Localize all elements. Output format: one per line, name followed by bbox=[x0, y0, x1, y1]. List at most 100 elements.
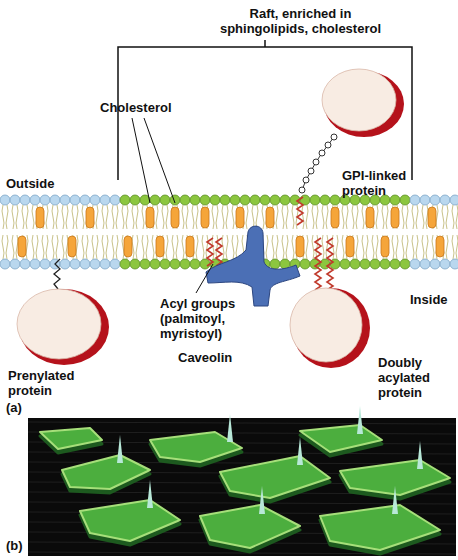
lipid-tail bbox=[92, 235, 98, 259]
lipid-head bbox=[420, 195, 430, 205]
lipid-head bbox=[110, 195, 120, 205]
lipid-head bbox=[190, 195, 200, 205]
cholesterol bbox=[146, 207, 154, 228]
lipid-tail bbox=[392, 205, 398, 229]
afm-spike bbox=[392, 486, 398, 514]
afm-spike bbox=[297, 437, 303, 465]
cholesterol bbox=[436, 236, 444, 257]
sugar bbox=[299, 187, 305, 193]
lipid-tail bbox=[132, 235, 138, 259]
lipid-head bbox=[10, 259, 20, 269]
lipid-head bbox=[60, 259, 70, 269]
lipid-tail bbox=[62, 235, 68, 259]
lipid-tail bbox=[272, 235, 278, 259]
lipid-tail bbox=[182, 205, 188, 229]
lipid-head bbox=[80, 195, 90, 205]
lipid-tail bbox=[192, 205, 198, 229]
lipid-head bbox=[70, 259, 80, 269]
lipid-tail bbox=[232, 235, 238, 259]
raft-domain bbox=[62, 455, 150, 489]
lipid-tail bbox=[402, 205, 408, 229]
part-label: Inside bbox=[410, 292, 448, 307]
lipid-head bbox=[440, 259, 450, 269]
part-label: Cholesterol bbox=[100, 100, 172, 115]
lipid-head bbox=[150, 195, 160, 205]
lipid-tail bbox=[322, 205, 328, 229]
lipid-head bbox=[60, 195, 70, 205]
cholesterol bbox=[68, 236, 76, 257]
lipid-tail bbox=[382, 235, 388, 259]
lipid-head bbox=[100, 259, 110, 269]
scan-line bbox=[28, 502, 456, 504]
lipid-head bbox=[180, 259, 190, 269]
sugar bbox=[308, 168, 314, 174]
afm-spike bbox=[227, 414, 233, 442]
sugar bbox=[331, 134, 337, 140]
lipid-head bbox=[400, 195, 410, 205]
lipid-tail bbox=[172, 205, 178, 229]
afm-background bbox=[28, 418, 456, 556]
scan-line bbox=[28, 422, 456, 424]
lipid-tail bbox=[162, 205, 168, 229]
acylated-protein bbox=[290, 288, 362, 362]
lipid-tail bbox=[222, 205, 228, 229]
lipid-head bbox=[160, 259, 170, 269]
lipid-tail bbox=[282, 235, 288, 259]
lipid-head bbox=[390, 259, 400, 269]
lipid-tail bbox=[42, 235, 48, 259]
lipid-tail bbox=[422, 205, 428, 229]
lipid-head bbox=[450, 259, 458, 269]
lipid-head bbox=[130, 195, 140, 205]
lipid-head bbox=[170, 195, 180, 205]
lipid-head bbox=[90, 195, 100, 205]
lipid-tail bbox=[122, 205, 128, 229]
lipid-head bbox=[160, 195, 170, 205]
lipid-tail bbox=[2, 235, 8, 259]
acyl-chain bbox=[207, 238, 213, 266]
sugar bbox=[319, 150, 325, 156]
afm-spike bbox=[147, 480, 153, 508]
part-label: Outside bbox=[6, 176, 54, 191]
lipid-tail bbox=[382, 205, 388, 229]
part-label: GPI-linked protein bbox=[342, 168, 422, 198]
lipid-head bbox=[40, 195, 50, 205]
lipid-tail bbox=[342, 205, 348, 229]
cholesterol bbox=[391, 207, 399, 228]
sugar bbox=[325, 142, 331, 148]
lipid-tail bbox=[252, 205, 258, 229]
cholesterol bbox=[366, 207, 374, 228]
lipid-head bbox=[130, 259, 140, 269]
lipid-head bbox=[430, 259, 440, 269]
lipid-head bbox=[420, 259, 430, 269]
lipid-tail bbox=[62, 205, 68, 229]
lipid-head bbox=[70, 195, 80, 205]
lipid-head bbox=[120, 259, 130, 269]
lipid-head bbox=[380, 259, 390, 269]
afm-spike bbox=[259, 486, 265, 514]
part-label: Acyl groups (palmitoyl, myristoyl) bbox=[160, 296, 250, 341]
lipid-head bbox=[90, 259, 100, 269]
cholesterol bbox=[171, 207, 179, 228]
lipid-head bbox=[370, 259, 380, 269]
lipid-tail bbox=[302, 205, 308, 229]
cholesterol bbox=[428, 207, 436, 228]
lipid-head bbox=[200, 259, 210, 269]
lipid-tail bbox=[452, 235, 458, 259]
lipid-head bbox=[440, 195, 450, 205]
lipid-tail bbox=[172, 235, 178, 259]
raft-domain bbox=[220, 456, 330, 498]
lipid-tail bbox=[142, 235, 148, 259]
lipid-tail bbox=[202, 205, 208, 229]
caveolin bbox=[206, 226, 300, 306]
lipid-head bbox=[50, 195, 60, 205]
prenyl-chain bbox=[54, 259, 60, 289]
lipid-head bbox=[320, 195, 330, 205]
lipid-tail bbox=[132, 205, 138, 229]
part-label: (b) bbox=[6, 538, 23, 553]
raft-domain bbox=[300, 425, 382, 452]
cholesterol bbox=[156, 236, 164, 257]
lipid-head bbox=[0, 195, 10, 205]
lipid-tail bbox=[352, 205, 358, 229]
lipid-head bbox=[270, 259, 280, 269]
lipid-tail bbox=[22, 205, 28, 229]
